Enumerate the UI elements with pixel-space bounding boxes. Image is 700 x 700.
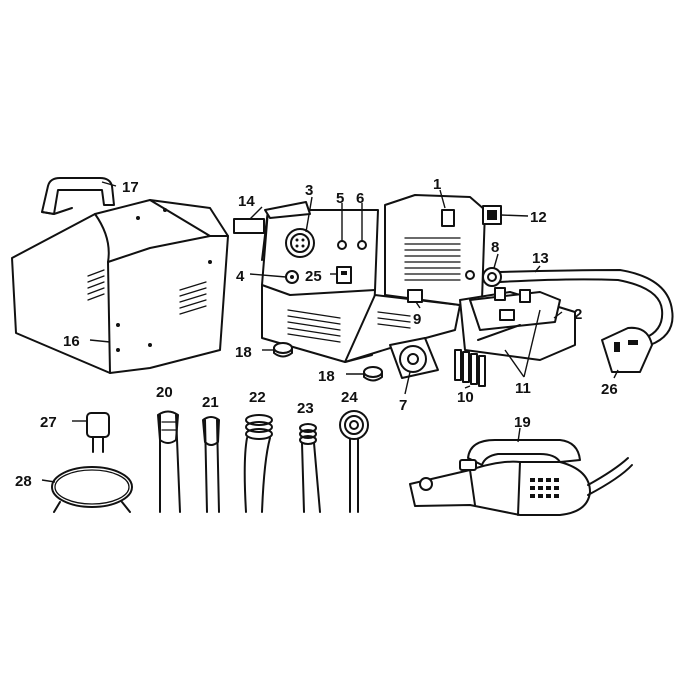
callout-9: 9 bbox=[413, 311, 421, 328]
callout-8: 8 bbox=[491, 239, 499, 256]
callout-17: 17 bbox=[122, 179, 139, 196]
callout-12: 12 bbox=[530, 209, 547, 226]
callout-11: 11 bbox=[515, 380, 531, 397]
coil-20 bbox=[157, 410, 181, 513]
callout-4: 4 bbox=[236, 268, 245, 285]
callout-5: 5 bbox=[336, 190, 344, 207]
callout-14: 14 bbox=[238, 193, 255, 210]
callout-28: 28 bbox=[15, 473, 32, 490]
mains-plug bbox=[601, 326, 653, 373]
callout-13: 13 bbox=[532, 250, 549, 267]
carry-handle bbox=[41, 177, 115, 215]
work-head bbox=[409, 439, 633, 516]
outer-cover bbox=[11, 199, 229, 374]
callout-18-right: 18 bbox=[318, 368, 335, 385]
leader-lines bbox=[41, 181, 619, 483]
callout-labels: 1 2 3 4 5 6 7 8 9 10 11 12 13 14 16 17 1… bbox=[15, 176, 618, 490]
main-chassis bbox=[261, 194, 486, 363]
coil-22 bbox=[243, 414, 273, 513]
power-cable bbox=[499, 269, 674, 346]
coil-cable bbox=[51, 466, 133, 513]
callout-7: 7 bbox=[399, 397, 407, 414]
callout-21: 21 bbox=[202, 394, 219, 411]
label-plate bbox=[233, 218, 265, 234]
rubber-foot bbox=[273, 342, 383, 382]
callout-6: 6 bbox=[356, 190, 364, 207]
callout-23: 23 bbox=[297, 400, 314, 417]
callout-2: 2 bbox=[574, 306, 582, 323]
callout-22: 22 bbox=[249, 389, 266, 406]
coil-23 bbox=[299, 423, 321, 513]
callout-18-left: 18 bbox=[235, 344, 252, 361]
main-pcb bbox=[454, 287, 576, 387]
heatsink-fins bbox=[454, 349, 486, 387]
cable-grommet bbox=[482, 267, 502, 287]
cooling-fan bbox=[389, 337, 439, 379]
callout-27: 27 bbox=[40, 414, 57, 431]
callout-20: 20 bbox=[156, 384, 173, 401]
callout-26: 26 bbox=[601, 381, 618, 398]
callout-25: 25 bbox=[305, 268, 322, 285]
callout-10: 10 bbox=[457, 389, 474, 406]
rocker-switch bbox=[482, 205, 502, 225]
callout-24: 24 bbox=[341, 389, 358, 406]
callout-1: 1 bbox=[433, 176, 441, 193]
callout-16: 16 bbox=[63, 333, 80, 350]
adapter-plug bbox=[86, 412, 110, 453]
coil-24 bbox=[339, 410, 369, 513]
coil-21 bbox=[202, 416, 220, 513]
callout-19: 19 bbox=[514, 414, 531, 431]
callout-3: 3 bbox=[305, 182, 313, 199]
